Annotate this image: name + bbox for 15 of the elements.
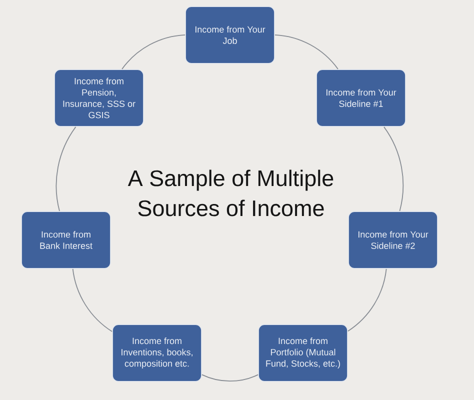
process-box: Income from Your Sideline #1 (316, 69, 406, 127)
connector-arc (384, 126, 404, 212)
connector-arc (202, 374, 258, 382)
process-box: Income from Pension, Insurance, SSS or GSIS (54, 69, 144, 127)
process-box: Income from Bank Interest (21, 211, 111, 269)
connector-arc (122, 34, 186, 70)
connector-arc (72, 268, 112, 332)
process-box: Income from Your Sideline #2 (348, 211, 438, 269)
connector-arc (274, 34, 338, 70)
connector-arc (56, 126, 76, 212)
process-box: Income from Your Job (185, 6, 275, 64)
connector-arc (348, 268, 387, 332)
process-box: Income from Portfolio (Mutual Fund, Stocks, etc.) (258, 324, 348, 382)
process-box: Income from Inventions, books, composition etc. (112, 324, 202, 382)
title: A Sample of Multiple Sources of Income (128, 170, 334, 216)
